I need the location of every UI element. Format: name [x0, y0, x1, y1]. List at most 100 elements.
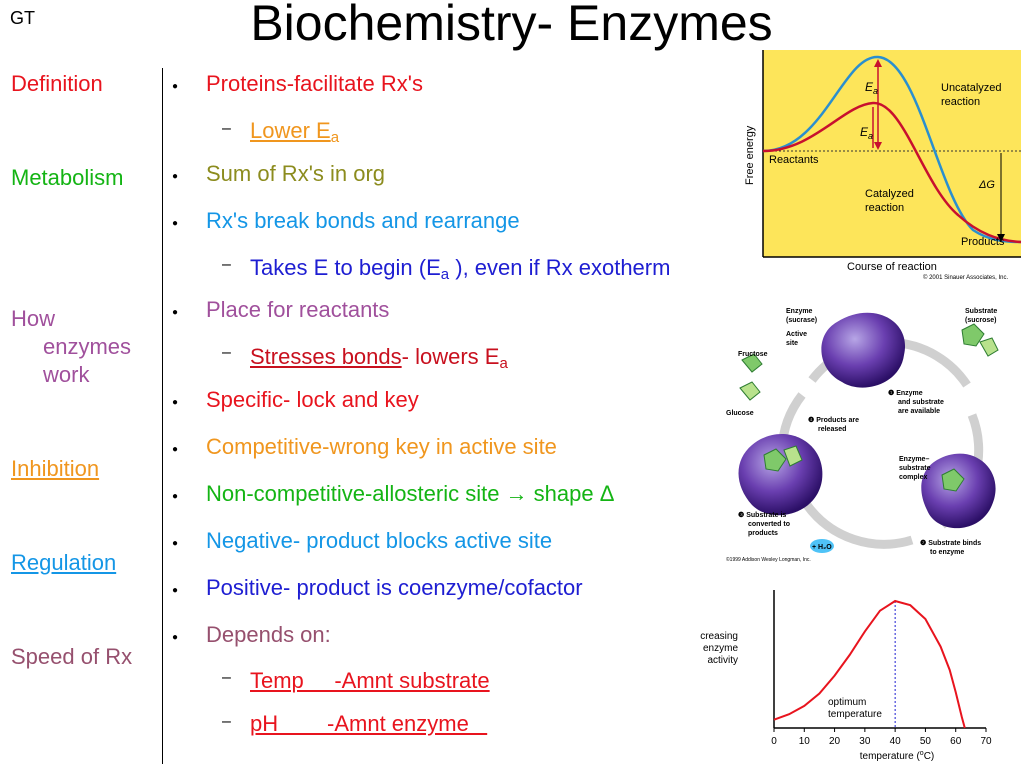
sub-temp-substrate: Temp -Amnt substrate — [250, 668, 490, 693]
label-step1-3: are available — [898, 408, 940, 415]
link-lower-ea-text: Lower E — [250, 118, 331, 143]
bullet-dot: ● — [172, 444, 179, 455]
ea-uncat-label: Ea — [865, 80, 878, 96]
label-enzyme-1: Enzyme — [786, 308, 813, 315]
enzyme-blob-right — [921, 453, 996, 529]
topic-metabolism: Metabolism — [11, 165, 124, 190]
chart-x-tick-label: 20 — [829, 736, 841, 747]
chart-x-tick-label: 30 — [859, 736, 871, 747]
label-substrate-1: Substrate — [965, 308, 997, 315]
label-water: + H₂O — [812, 544, 832, 551]
sub-bullet-dash: – — [222, 344, 231, 361]
enzyme-blob-top — [821, 312, 906, 388]
energy-ylabel: Free energy — [744, 125, 756, 185]
cycle-copyright: ©1999 Addison Wesley Longman, Inc. — [726, 556, 811, 563]
label-step1-1: ❶ Enzyme — [888, 389, 923, 397]
label-step2-1: ❷ Substrate binds — [920, 539, 981, 547]
bullet-dot: ● — [172, 307, 179, 318]
chart-x-tick-label: 50 — [920, 736, 932, 747]
chart-x-tick-label: 0 — [771, 736, 777, 747]
label-step4-1: ❹ Products are — [808, 416, 859, 424]
page-title: Biochemistry- Enzymes — [250, 0, 773, 51]
sub-ph-enzyme: pH -Amnt enzyme — [250, 711, 488, 736]
bullet-non-competitive: Non-competitive-allosteric site → shape … — [206, 481, 615, 506]
bullet-break-bonds: Rx's break bonds and rearrange — [206, 208, 520, 233]
catalyzed-curve — [762, 101, 1022, 244]
bound-substrate — [941, 468, 965, 492]
sub-takes-energy: Takes E to begin (Ea ), even if Rx exoth… — [250, 255, 670, 283]
chart-x-tick-label: 10 — [799, 736, 811, 747]
bullet-proteins: Proteins-facilitate Rx's — [206, 71, 423, 96]
topic-regulation-link[interactable]: Regulation — [11, 550, 117, 575]
enzyme-cycle-diagram: Enzyme (sucrase) Active site Substrate (… — [726, 308, 999, 563]
bullet-dot: ● — [172, 491, 179, 502]
chart-x-tick-label: 40 — [890, 736, 902, 747]
link-stresses-bonds[interactable]: Stresses bonds — [250, 344, 402, 369]
sub-lowers: - lowers E — [401, 344, 500, 369]
label-active-1: Active — [786, 331, 807, 338]
link-lower-ea[interactable]: Lower Ea — [250, 118, 339, 146]
label-step1-2: and substrate — [898, 399, 944, 406]
label-enzyme-2: (sucrase) — [786, 317, 817, 324]
label-step3-1: ❸ Substrate is — [738, 511, 786, 519]
sub-takes-energy-post: ), even if Rx exotherm — [455, 255, 671, 280]
label-fructose: Fructose — [738, 351, 768, 358]
chart-xlabel: temperature (oC) — [860, 750, 935, 762]
chart-annotation-2: temperature — [828, 709, 882, 720]
bullet-place-reactants: Place for reactants — [206, 297, 390, 322]
uncatalyzed-curve — [762, 55, 1022, 244]
label-glucose: Glucose — [726, 410, 754, 417]
bullet-specific: Specific- lock and key — [206, 387, 419, 412]
sucrose-molecule — [961, 323, 985, 347]
bullet-dot: ● — [172, 632, 179, 643]
uncat-label-2: reaction — [941, 96, 980, 108]
energy-xlabel: Course of reaction — [847, 261, 937, 273]
cat-label-1: Catalyzed — [865, 188, 914, 200]
topic-how-enzymes-work: How enzymes work — [11, 305, 131, 389]
chart-ylabel-2: enzyme — [703, 643, 738, 654]
bullet-competitive: Competitive-wrong key in active site — [206, 434, 557, 459]
label-step3-3: products — [748, 530, 778, 537]
bullet-dot: ● — [172, 81, 179, 92]
cycle-arrow — [803, 502, 914, 549]
sub-bullet-dash: – — [222, 713, 231, 730]
label-step3-2: converted to — [748, 521, 790, 528]
bullet-dot: ● — [172, 585, 179, 596]
bullet-dot: ● — [172, 397, 179, 408]
bullet-negative: Negative- product blocks active site — [206, 528, 553, 553]
arrow-head — [874, 59, 882, 67]
topic-how-line3: work — [43, 362, 90, 387]
topic-definition: Definition — [11, 71, 103, 96]
topic-how-line1: How — [11, 306, 56, 331]
column-divider — [162, 68, 163, 764]
glucose-molecule — [739, 381, 761, 401]
topic-inhibition-link[interactable]: Inhibition — [11, 456, 100, 481]
energy-diagram: Ea Ea Uncatalyzed reaction Catalyzed rea… — [744, 50, 1022, 281]
topic-speed: Speed of Rx — [11, 644, 133, 669]
chart-ylabel-1: increasing — [700, 631, 738, 642]
label-complex-2: substrate — [899, 465, 931, 472]
sub-takes-energy-pre: Takes E to begin (E — [250, 255, 441, 280]
sub-stresses-bonds: Stresses bonds- lowers Ea — [250, 344, 508, 372]
sub-bullet-dash: – — [222, 669, 231, 686]
energy-diagram-bg — [763, 50, 1021, 257]
bullet-positive: Positive- product is coenzyme/cofactor — [206, 575, 583, 600]
uncat-label-1: Uncatalyzed — [941, 82, 1002, 94]
bullet-dot: ● — [172, 171, 179, 182]
topic-how-line2: enzymes — [43, 334, 132, 359]
activity-curve — [773, 599, 966, 729]
chart-x-tick-label: 60 — [950, 736, 962, 747]
chart-ylabel-3: activity — [707, 655, 738, 666]
converted-product — [763, 448, 787, 472]
label-step4-2: released — [818, 426, 846, 433]
link-lower-ea-sub: a — [330, 129, 340, 146]
label-step2-2: to enzyme — [930, 549, 964, 556]
sub-bullet-dash: – — [222, 120, 231, 137]
bullet-dot: ● — [172, 538, 179, 549]
cat-label-2: reaction — [865, 202, 904, 214]
converted-product — [783, 445, 803, 467]
ea-cat-label: Ea — [860, 125, 873, 141]
label-complex-1: Enzyme– — [899, 456, 929, 463]
